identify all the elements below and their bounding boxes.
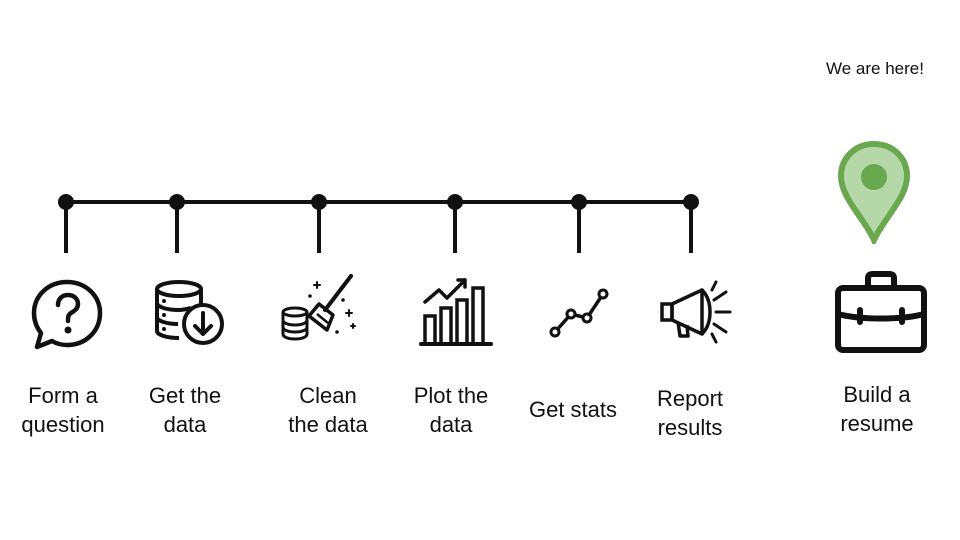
timeline-node-6 bbox=[683, 194, 699, 253]
broom-database-icon bbox=[279, 270, 359, 350]
briefcase-icon bbox=[834, 270, 928, 356]
timeline-node-4 bbox=[447, 194, 463, 253]
timeline-node-3 bbox=[311, 194, 327, 253]
bar-chart-icon bbox=[415, 272, 495, 352]
timeline-node-5 bbox=[571, 194, 587, 253]
database-download-icon bbox=[151, 276, 231, 356]
megaphone-icon bbox=[656, 274, 736, 354]
timeline-node-1 bbox=[58, 194, 74, 253]
line-graph-icon bbox=[539, 276, 619, 356]
question-bubble-icon bbox=[27, 274, 107, 354]
step-label-get-stats: Get stats bbox=[528, 397, 618, 422]
timeline-node-2 bbox=[169, 194, 185, 253]
here-label: We are here! bbox=[826, 59, 924, 78]
map-pin-icon bbox=[838, 140, 910, 244]
